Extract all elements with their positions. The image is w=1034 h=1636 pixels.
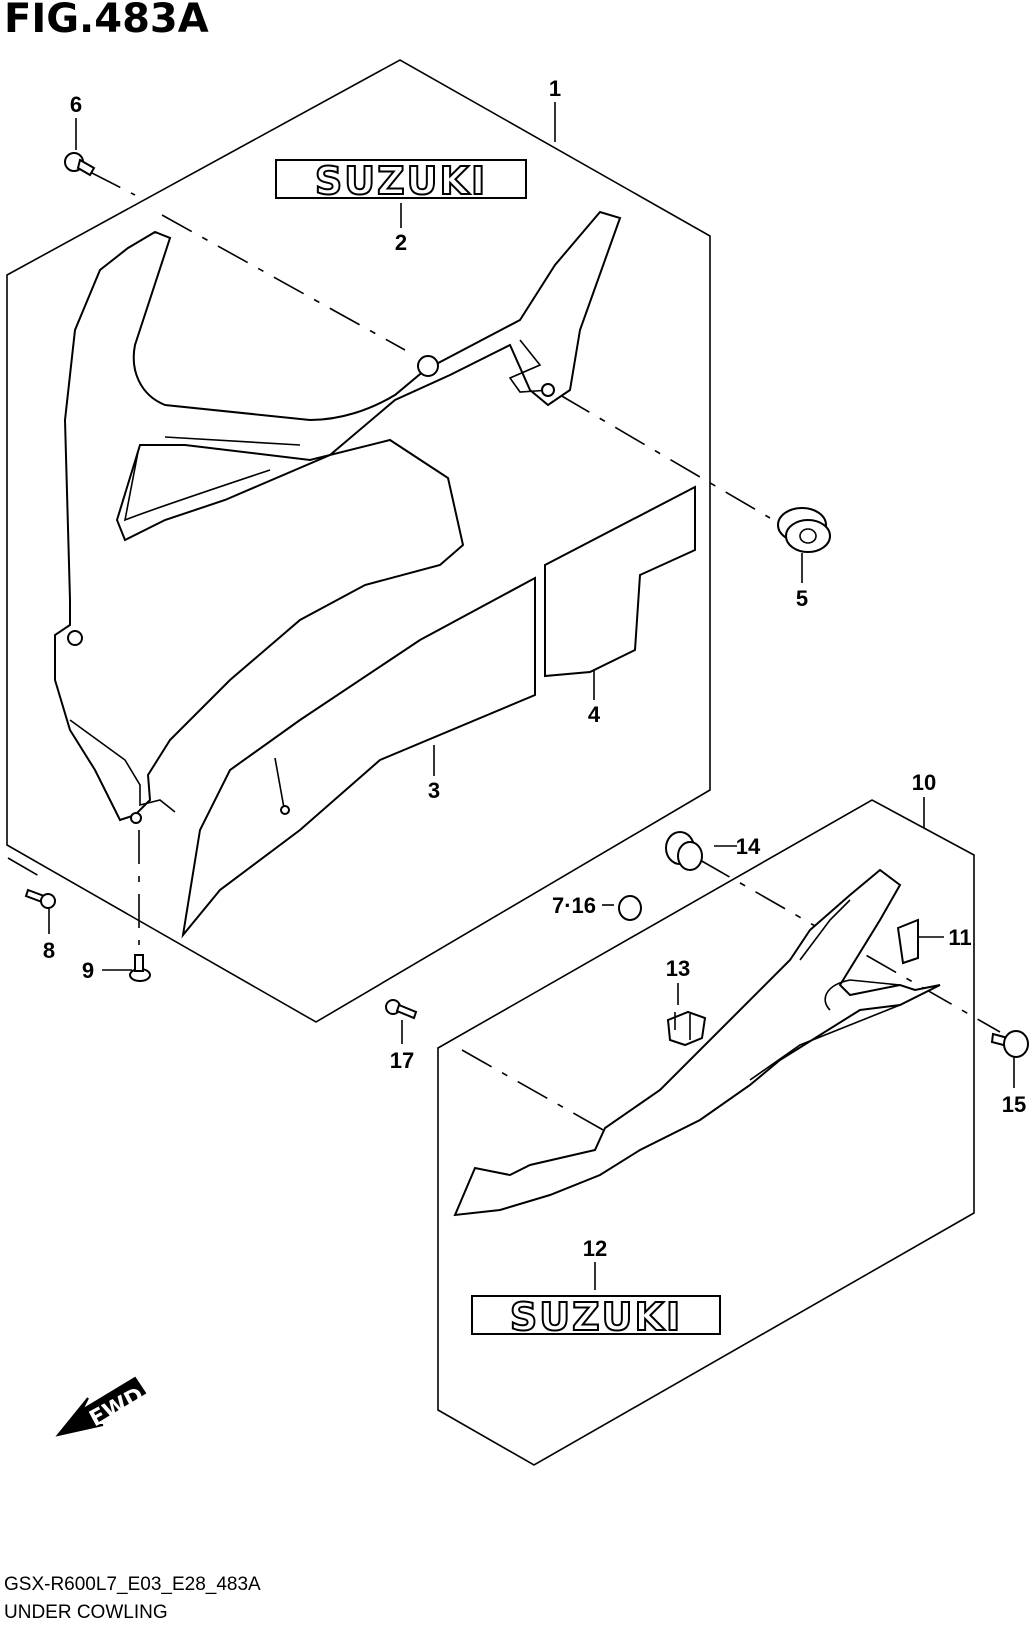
callout-12: 12 <box>583 1236 607 1261</box>
model-code: GSX-R600L7_E03_E28_483A <box>4 1574 261 1595</box>
cushion-part-7-16 <box>618 895 642 921</box>
bolt-part-6 <box>64 152 96 177</box>
figure-caption: UNDER COWLING <box>4 1602 168 1623</box>
callout-6: 6 <box>70 92 82 117</box>
callout-15: 15 <box>1002 1092 1026 1117</box>
pad-part-11 <box>896 918 919 965</box>
emblem-part-12: SUZUKI <box>471 1294 721 1340</box>
assembly-dash-lines <box>7 171 1001 1136</box>
panel-part-4 <box>544 485 696 678</box>
fastener-part-9 <box>129 954 151 982</box>
callout-17: 17 <box>390 1048 414 1073</box>
emblem-12-text: SUZUKI <box>510 1295 682 1339</box>
callout-numbers: 1 2 3 4 5 6 7·16 8 9 10 11 12 13 14 15 1… <box>43 76 1026 1261</box>
leader-lines <box>48 102 1015 1290</box>
callout-4: 4 <box>588 702 601 727</box>
callout-13: 13 <box>666 956 690 981</box>
callout-8: 8 <box>43 938 55 963</box>
clip-part-13 <box>666 1010 707 1047</box>
grommet-part-14 <box>665 831 703 871</box>
callout-1: 1 <box>549 76 561 101</box>
inner-cover-part-3 <box>181 576 536 939</box>
forward-direction-arrow: FWD <box>55 1376 148 1437</box>
emblem-2-text: SUZUKI <box>315 159 487 203</box>
assembly-10-boundary <box>437 799 975 1466</box>
callout-7-16: 7·16 <box>552 893 596 918</box>
screw-part-8 <box>24 888 56 909</box>
grommet-part-5 <box>777 507 831 553</box>
screw-part-15 <box>990 1030 1029 1058</box>
callout-10: 10 <box>912 770 936 795</box>
lower-cowling-part-10 <box>453 868 941 1217</box>
callout-5: 5 <box>796 586 808 611</box>
callout-3: 3 <box>428 778 440 803</box>
callout-14: 14 <box>736 834 761 859</box>
callout-9: 9 <box>82 958 94 983</box>
callout-11: 11 <box>948 925 971 950</box>
figure-title: FIG.483A <box>4 0 209 42</box>
callout-2: 2 <box>395 230 407 255</box>
under-cowling-part-1 <box>54 210 622 824</box>
emblem-part-2: SUZUKI <box>275 158 527 204</box>
screw-part-17 <box>385 999 418 1020</box>
assembly-1-boundary <box>6 59 711 1023</box>
